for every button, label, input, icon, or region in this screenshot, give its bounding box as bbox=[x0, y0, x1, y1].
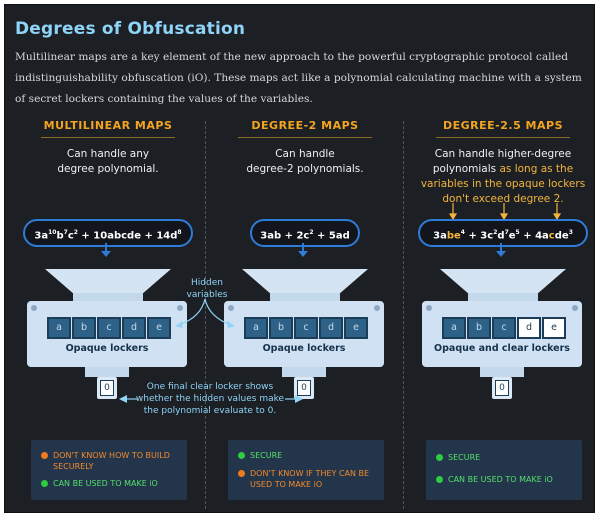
column-description: Can handle higher-degree polynomials as … bbox=[408, 147, 598, 207]
orange-dot-icon bbox=[238, 470, 245, 477]
column-divider bbox=[205, 121, 207, 509]
opaque-locker: e bbox=[147, 317, 171, 339]
opaque-locker: b bbox=[467, 317, 491, 339]
opaque-locker: c bbox=[492, 317, 516, 339]
arrow-down-icon bbox=[298, 243, 308, 257]
rivet-icon bbox=[177, 305, 183, 311]
rivet-icon bbox=[228, 305, 234, 311]
funnel-neck bbox=[270, 293, 340, 301]
rivet-icon bbox=[31, 305, 37, 311]
description-highlight: variables in the opaque lockers bbox=[420, 178, 586, 190]
status-panel: SECURE CAN BE USED TO MAKE iO bbox=[426, 440, 582, 500]
opaque-locker: e bbox=[344, 317, 368, 339]
column-heading: MULTILINEAR MAPS bbox=[43, 119, 173, 132]
heading-underline bbox=[238, 137, 372, 138]
column-heading: DEGREE-2 MAPS bbox=[251, 119, 359, 132]
intro-paragraph: Multilinear maps are a key element of th… bbox=[15, 51, 582, 105]
heading-underline bbox=[436, 137, 570, 138]
page-title: Degrees of Obfuscation bbox=[15, 19, 246, 39]
arrow-down-icon bbox=[496, 243, 506, 257]
opaque-locker: d bbox=[122, 317, 146, 339]
description-highlight: as long as the bbox=[499, 163, 574, 175]
opaque-locker: b bbox=[72, 317, 96, 339]
rivet-icon bbox=[426, 305, 432, 311]
status-text: DON'T KNOW HOW TO BUILD SECURELY bbox=[53, 451, 170, 471]
funnel-neck bbox=[73, 293, 143, 301]
arrow-down-icon bbox=[101, 243, 111, 257]
column-multilinear-maps: MULTILINEAR MAPS Can handle any degree p… bbox=[13, 115, 203, 511]
status-panel: SECURE DON'T KNOW IF THEY CAN BE USED TO… bbox=[228, 440, 384, 500]
status-text: SECURE bbox=[448, 453, 481, 462]
clear-locker-arrows bbox=[119, 395, 303, 403]
degree-marker-arrows bbox=[448, 203, 562, 221]
opaque-locker: b bbox=[269, 317, 293, 339]
machine-spout bbox=[85, 367, 129, 377]
clear-output-locker: 0 bbox=[294, 377, 314, 399]
opaque-locker: a bbox=[47, 317, 71, 339]
locker-box-label: Opaque lockers bbox=[65, 343, 149, 354]
output-value: 0 bbox=[297, 380, 311, 396]
description-line: Can handle higher-degree bbox=[434, 148, 572, 160]
clear-output-locker: 0 bbox=[97, 377, 117, 399]
heading-underline bbox=[41, 137, 175, 138]
output-value: 0 bbox=[100, 380, 114, 396]
annotation-arrows bbox=[175, 298, 235, 328]
clear-output-locker: 0 bbox=[492, 377, 512, 399]
column-description: Can handle any degree polynomial. bbox=[13, 147, 203, 177]
status-text: CAN BE USED TO MAKE iO bbox=[448, 475, 553, 484]
clear-locker-annotation: One final clear locker shows whether the… bbox=[135, 382, 285, 416]
hidden-variables-annotation: Hidden variables bbox=[186, 278, 228, 300]
opaque-locker: c bbox=[294, 317, 318, 339]
green-dot-icon bbox=[436, 476, 443, 483]
green-dot-icon bbox=[41, 480, 48, 487]
status-text: SECURE bbox=[250, 451, 283, 460]
status-panel: DON'T KNOW HOW TO BUILD SECURELY CAN BE … bbox=[31, 440, 187, 500]
machine-spout bbox=[282, 367, 326, 377]
description-line: degree-2 polynomials. bbox=[246, 163, 364, 175]
opaque-locker: d bbox=[319, 317, 343, 339]
output-value: 0 bbox=[495, 380, 509, 396]
locker-machine: a b c d e Opaque and clear lockers bbox=[422, 301, 582, 367]
polynomial-pill: 3a10b7c2 + 10abcde + 14d8 bbox=[23, 219, 193, 247]
description-text: polynomials bbox=[432, 163, 497, 175]
column-degree-2-maps: DEGREE-2 MAPS Can handle degree-2 polyno… bbox=[210, 115, 400, 511]
clear-locker: d bbox=[517, 317, 541, 339]
description-line: Can handle bbox=[275, 148, 335, 160]
locker-box-label: Opaque and clear lockers bbox=[434, 343, 570, 354]
machine-spout bbox=[480, 367, 524, 377]
funnel-icon bbox=[440, 269, 566, 293]
polynomial-pill: 3abe4 + 3c2d7e5 + 4acde3 bbox=[418, 219, 588, 247]
opaque-locker: a bbox=[442, 317, 466, 339]
green-dot-icon bbox=[238, 452, 245, 459]
rivet-icon bbox=[572, 305, 578, 311]
funnel-neck bbox=[468, 293, 538, 301]
green-dot-icon bbox=[436, 454, 443, 461]
description-line: degree polynomial. bbox=[57, 163, 159, 175]
status-text: CAN BE USED TO MAKE iO bbox=[53, 479, 158, 488]
clear-locker: e bbox=[542, 317, 566, 339]
status-text: DON'T KNOW IF THEY CAN BE USED TO MAKE i… bbox=[250, 469, 370, 489]
column-heading: DEGREE-2.5 MAPS bbox=[443, 119, 563, 132]
column-degree-2-5-maps: DEGREE-2.5 MAPS Can handle higher-degree… bbox=[408, 115, 598, 511]
opaque-locker: c bbox=[97, 317, 121, 339]
infographic-frame: Degrees of Obfuscation Multilinear maps … bbox=[4, 4, 595, 513]
polynomial-pill: 3ab + 2c2 + 5ad bbox=[250, 219, 360, 247]
funnel-icon bbox=[242, 269, 368, 293]
description-line: polynomials as long as the bbox=[408, 162, 598, 177]
locker-box-label: Opaque lockers bbox=[262, 343, 346, 354]
description-highlight: don't exceed degree 2. bbox=[442, 193, 564, 205]
locker-machine: a b c d e Opaque lockers bbox=[27, 301, 187, 367]
rivet-icon bbox=[374, 305, 380, 311]
description-line: Can handle any bbox=[66, 148, 150, 160]
column-description: Can handle degree-2 polynomials. bbox=[210, 147, 400, 177]
funnel-icon bbox=[45, 269, 171, 293]
opaque-locker: a bbox=[244, 317, 268, 339]
locker-machine: a b c d e Opaque lockers bbox=[224, 301, 384, 367]
column-divider bbox=[403, 121, 405, 509]
orange-dot-icon bbox=[41, 452, 48, 459]
